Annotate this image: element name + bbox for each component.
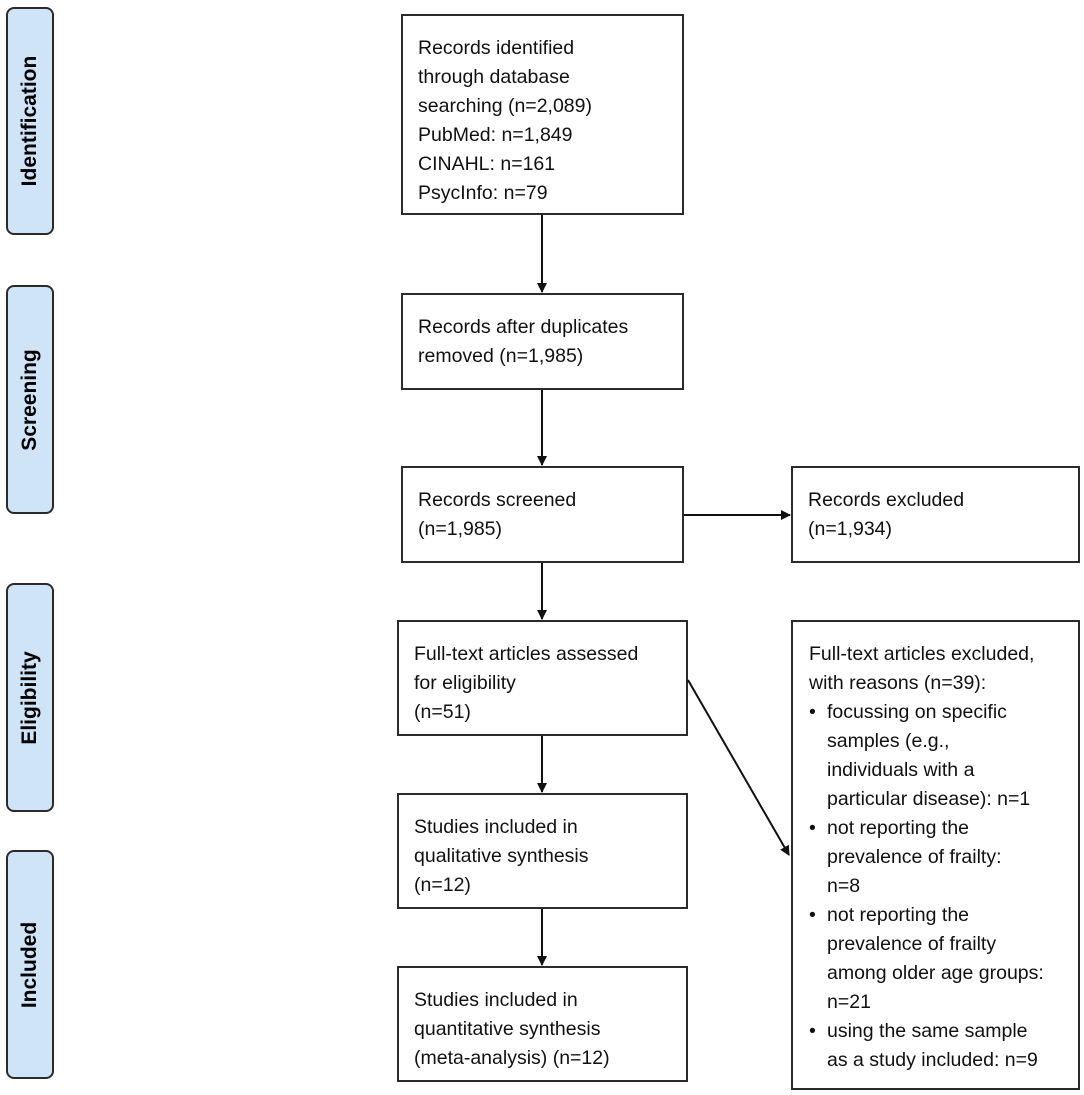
fulltext-assessed-box: Full-text articles assessed for eligibil… [397, 620, 688, 736]
box-line: Full-text articles excluded, [809, 643, 1035, 665]
box-line: for eligibility [414, 672, 516, 694]
box-line: qualitative synthesis [414, 845, 589, 867]
box-line: Records identified [418, 37, 575, 59]
stage-identification: Identification [6, 7, 54, 235]
stage-eligibility: Eligibility [6, 583, 54, 812]
stage-label: Eligibility [18, 650, 41, 745]
box-line: (n=1,934) [808, 518, 893, 540]
stage-included: Included [6, 850, 54, 1079]
box-line: using the same sample [827, 1020, 1028, 1042]
box-line: Records excluded [808, 489, 965, 511]
arrow-fulltext-to-excluded [687, 679, 790, 856]
qualitative-synthesis-box: Studies included in qualitative synthesi… [397, 793, 688, 909]
box-line: (meta-analysis) (n=12) [414, 1047, 610, 1069]
box-line: as a study included: n=9 [827, 1049, 1038, 1071]
records-deduplicated-box: Records after duplicates removed (n=1,98… [401, 293, 684, 390]
box-line: Records screened [418, 489, 577, 511]
box-line: searching (n=2,089) [418, 95, 592, 117]
box-line: Studies included in [414, 816, 578, 838]
box-line: not reporting the [827, 817, 970, 839]
box-line: PsycInfo: n=79 [418, 182, 548, 204]
box-line: n=8 [827, 875, 861, 897]
exclusion-reason: not reporting the prevalence of frailty:… [809, 814, 1064, 901]
box-line: Full-text articles assessed [414, 643, 639, 665]
box-line: removed (n=1,985) [418, 345, 584, 367]
box-line: Studies included in [414, 989, 578, 1011]
box-line: samples (e.g., [827, 730, 950, 752]
exclusion-reason: using the same sample as a study include… [809, 1017, 1064, 1075]
stage-label: Screening [18, 348, 41, 451]
box-line: prevalence of frailty [827, 933, 997, 955]
box-line: particular disease): n=1 [827, 788, 1031, 810]
records-identified-box: Records identified through database sear… [401, 14, 684, 215]
box-line: n=21 [827, 991, 871, 1013]
records-excluded-box: Records excluded (n=1,934) [791, 466, 1080, 563]
stage-label: Identification [18, 55, 41, 187]
box-line: prevalence of frailty: [827, 846, 1002, 868]
box-line: with reasons (n=39): [809, 672, 987, 694]
box-line: (n=51) [414, 701, 471, 723]
box-line: (n=1,985) [418, 518, 503, 540]
box-line: PubMed: n=1,849 [418, 124, 573, 146]
fulltext-excluded-box: Full-text articles excluded, with reason… [791, 620, 1080, 1090]
exclusion-reason: not reporting the prevalence of frailty … [809, 901, 1064, 1017]
box-line: through database [418, 66, 570, 88]
box-line: not reporting the [827, 904, 970, 926]
box-line: focussing on specific [827, 701, 1007, 723]
box-line: CINAHL: n=161 [418, 153, 556, 175]
box-line: individuals with a [827, 759, 975, 781]
exclusion-reasons-list: focussing on specific samples (e.g., ind… [809, 698, 1064, 1075]
box-line: (n=12) [414, 874, 471, 896]
quantitative-synthesis-box: Studies included in quantitative synthes… [397, 966, 688, 1082]
records-screened-box: Records screened (n=1,985) [401, 466, 684, 563]
box-line: Records after duplicates [418, 316, 629, 338]
box-line: quantitative synthesis [414, 1018, 601, 1040]
stage-label: Included [18, 921, 41, 1008]
stage-screening: Screening [6, 285, 54, 514]
exclusion-reason: focussing on specific samples (e.g., ind… [809, 698, 1064, 814]
box-line: among older age groups: [827, 962, 1044, 984]
